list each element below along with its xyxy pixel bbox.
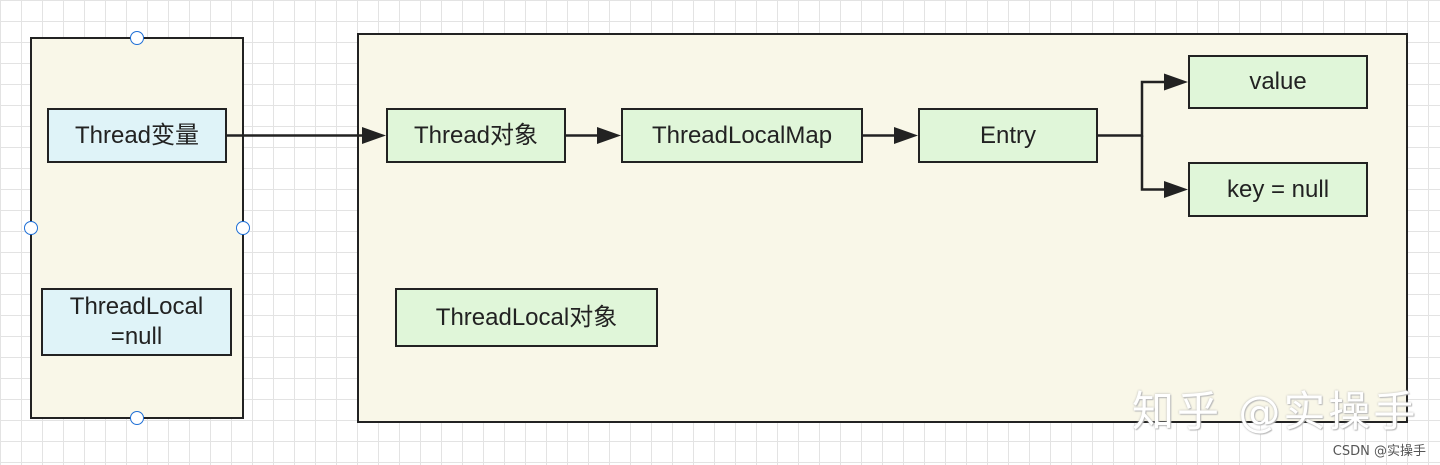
arrowhead-entry [894,127,918,144]
arrow-entry-to-key-null [1140,135,1170,191]
csdn-credit: CSDN @实操手 [1332,444,1426,459]
selection-handle-right[interactable] [236,221,250,235]
arrow-entry-to-value [1098,80,1170,137]
threadlocal-null-node[interactable]: ThreadLocal =null [41,288,232,356]
arrowhead-key-null [1164,181,1188,198]
value-node[interactable]: value [1188,55,1368,109]
thread-object-node[interactable]: Thread对象 [386,108,566,163]
thread-variable-node[interactable]: Thread变量 [47,108,227,163]
threadlocalmap-node[interactable]: ThreadLocalMap [621,108,863,163]
zhihu-watermark: 知乎 @实操手 [1132,387,1419,436]
selection-handle-top[interactable] [130,31,144,45]
arrowhead-value [1164,73,1188,91]
threadlocal-object-node[interactable]: ThreadLocal对象 [395,288,658,347]
selection-handle-bottom[interactable] [130,411,144,425]
arrowhead-threadlocalmap [597,127,621,144]
selection-handle-left[interactable] [24,221,38,235]
arrowhead-thread-object [362,127,386,144]
key-null-node[interactable]: key = null [1188,162,1368,217]
entry-node[interactable]: Entry [918,108,1098,163]
